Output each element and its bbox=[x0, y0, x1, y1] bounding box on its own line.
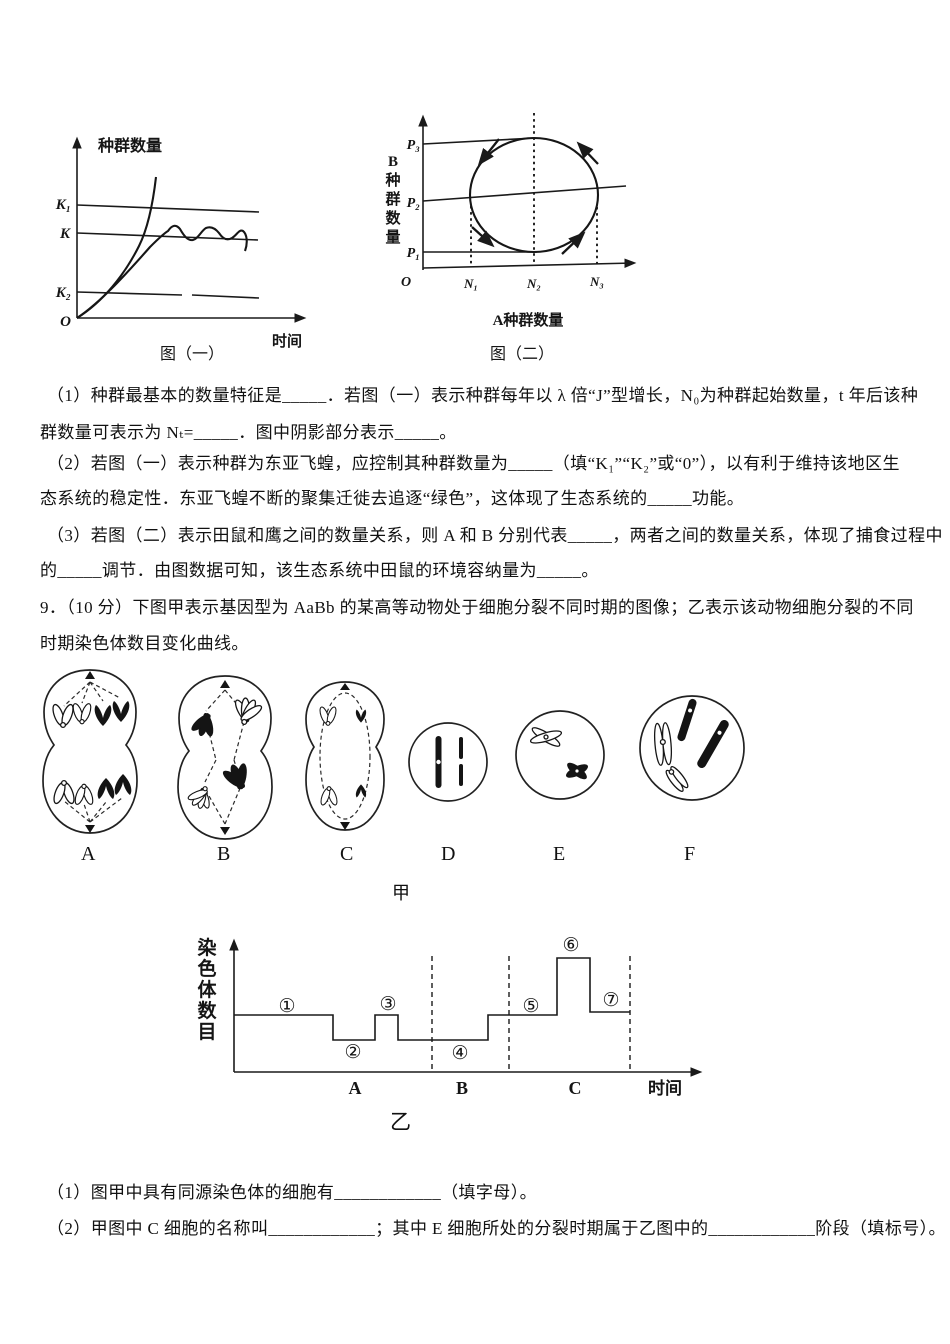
cell-label-A: A bbox=[81, 843, 96, 865]
cell-label-D: D bbox=[441, 843, 456, 865]
svg-text:B: B bbox=[456, 1078, 468, 1098]
svg-text:数: 数 bbox=[385, 209, 401, 227]
fig3-x-axis-label: 时间 bbox=[648, 1078, 682, 1098]
q8-part1-line1: （1）种群最基本的数量特征是_____．若图（一）表示种群每年以 λ 倍“J”型… bbox=[47, 386, 919, 405]
fig2-n1-label: N₁ bbox=[463, 276, 478, 291]
fig2-origin-label: O bbox=[401, 275, 411, 290]
figure-jia-cell-diagrams bbox=[42, 669, 745, 840]
q8-part3-line2: 的_____调节．由图数据可知，该生态系统中田鼠的环境容纳量为_____。 bbox=[40, 561, 599, 580]
figure-1-population-growth: 种群数量 K₁ K K₂ O 时间 图（一） bbox=[55, 136, 307, 363]
fig1-k2-label: K₂ bbox=[55, 285, 71, 301]
figure-jia-caption: 甲 bbox=[392, 883, 410, 903]
fig1-k1-line bbox=[76, 204, 260, 213]
fig1-k2-line bbox=[76, 291, 260, 299]
fig2-n2-label: N₂ bbox=[526, 276, 541, 291]
fig2-p2-line bbox=[422, 185, 627, 202]
svg-text:种: 种 bbox=[384, 171, 400, 189]
svg-text:③: ③ bbox=[379, 994, 396, 1015]
svg-text:①: ① bbox=[278, 996, 295, 1017]
cell-A bbox=[42, 669, 138, 834]
cell-C bbox=[305, 681, 385, 831]
svg-text:②: ② bbox=[344, 1042, 361, 1063]
svg-text:量: 量 bbox=[385, 229, 400, 246]
fig1-k-label: K bbox=[59, 226, 71, 242]
cell-E bbox=[515, 710, 605, 800]
q8-part2-line2: 态系统的稳定性．东亚飞蝗不断的聚集迁徙去追逐“绿色”，这体现了生态系统的____… bbox=[40, 489, 745, 508]
fig2-p1-label: P₁ bbox=[407, 246, 420, 261]
q8-part2-line1: （2）若图（一）表示种群为东亚飞蝗，应控制其种群数量为_____（填“K₁”“K… bbox=[47, 454, 900, 473]
figure-yi-caption: 乙 bbox=[390, 1110, 411, 1134]
fig3-phase-labels: A B C bbox=[349, 1078, 582, 1098]
q9-intro-line2: 时期染色体数目变化曲线。 bbox=[40, 634, 249, 653]
svg-text:目: 目 bbox=[197, 1022, 216, 1043]
svg-text:体: 体 bbox=[197, 978, 217, 1001]
fig2-cycle-circle bbox=[468, 136, 600, 254]
fig2-y-axis-label: B 种 群 数 量 bbox=[384, 154, 401, 246]
q8-part1-line2: 群数量可表示为 Nₜ=_____．图中阴影部分表示_____。 bbox=[40, 423, 457, 442]
svg-text:B: B bbox=[388, 154, 398, 170]
figure-2-phase-diagram: B 种 群 数 量 P₃ P₂ P₁ O N₁ N₂ N₃ A种群数量 图（二） bbox=[384, 113, 637, 363]
fig3-step-line bbox=[234, 957, 630, 1041]
fig1-x-axis-label: 时间 bbox=[272, 332, 302, 350]
q8-part3-line1: （3）若图（二）表示田鼠和鹰之间的数量关系，则 A 和 B 分别代表_____，… bbox=[47, 526, 943, 545]
svg-text:数: 数 bbox=[197, 999, 217, 1022]
svg-text:④: ④ bbox=[451, 1043, 468, 1064]
q9-part2: （2）甲图中 C 细胞的名称叫____________；其中 E 细胞所处的分裂… bbox=[47, 1219, 946, 1238]
cell-label-B: B bbox=[217, 843, 231, 865]
fig3-segment-marks: ① ② ③ ④ ⑤ ⑥ ⑦ bbox=[278, 935, 619, 1064]
svg-text:染: 染 bbox=[197, 936, 216, 959]
fig1-origin-label: O bbox=[60, 314, 71, 330]
fig2-n3-label: N₃ bbox=[589, 274, 604, 289]
fig1-s-curve bbox=[76, 224, 248, 319]
cell-B bbox=[177, 675, 273, 840]
svg-text:A: A bbox=[349, 1078, 362, 1098]
fig2-caption: 图（二） bbox=[490, 345, 554, 363]
fig3-y-axis-label: 染 色 体 数 目 bbox=[197, 936, 217, 1043]
fig2-x-axis bbox=[422, 258, 637, 269]
cell-F bbox=[639, 695, 745, 801]
figure-yi-step-chart: ① ② ③ ④ ⑤ ⑥ ⑦ 染 色 体 数 目 A B C 时间 bbox=[197, 935, 703, 1098]
svg-text:色: 色 bbox=[197, 957, 216, 980]
fig1-k1-label: K₁ bbox=[55, 197, 71, 213]
cell-label-E: E bbox=[553, 843, 566, 865]
fig2-cycle-arrows bbox=[471, 138, 599, 255]
fig1-y-axis-label: 种群数量 bbox=[97, 136, 162, 155]
q9-intro-line1: 9．（10 分）下图甲表示基因型为 AaBb 的某高等动物处于细胞分裂不同时期的… bbox=[40, 598, 914, 617]
fig2-p3-label: P₃ bbox=[407, 138, 421, 153]
fig2-x-axis-label: A种群数量 bbox=[493, 311, 564, 329]
q9-part1: （1）图甲中具有同源染色体的细胞有____________（填字母）。 bbox=[47, 1183, 537, 1202]
cell-label-F: F bbox=[684, 843, 696, 865]
cell-label-C: C bbox=[340, 843, 354, 865]
svg-text:⑥: ⑥ bbox=[562, 935, 579, 956]
fig2-p2-label: P₂ bbox=[407, 196, 421, 211]
svg-text:⑤: ⑤ bbox=[522, 996, 539, 1017]
fig1-caption: 图（一） bbox=[160, 345, 224, 363]
cell-D bbox=[408, 722, 488, 802]
svg-text:群: 群 bbox=[385, 190, 400, 208]
fig1-j-curve bbox=[76, 176, 158, 319]
svg-text:C: C bbox=[569, 1078, 582, 1098]
svg-text:⑦: ⑦ bbox=[602, 990, 619, 1011]
